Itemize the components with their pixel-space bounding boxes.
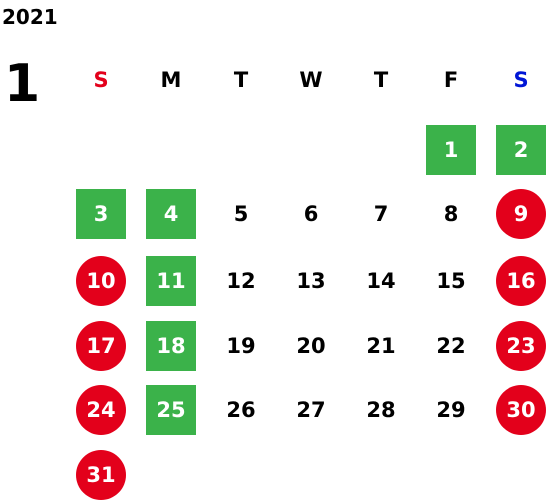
day-cell[interactable]: 24 [76,385,126,435]
day-cell[interactable]: 19 [226,334,256,358]
day-cell[interactable]: 21 [366,334,396,358]
day-cell[interactable]: 26 [226,398,256,422]
day-cell[interactable]: 31 [76,450,126,500]
calendar-month: 1 [4,54,41,114]
day-cell[interactable]: 15 [436,269,466,293]
day-cell[interactable]: 1 [426,125,476,175]
day-cell[interactable]: 29 [436,398,466,422]
day-cell[interactable]: 10 [76,256,126,306]
day-cell[interactable]: 4 [146,189,196,239]
day-cell[interactable]: 12 [226,269,256,293]
day-cell[interactable]: 30 [496,385,546,435]
day-cell[interactable]: 22 [436,334,466,358]
weekday-label: S [93,68,109,92]
day-cell[interactable]: 8 [443,202,459,226]
weekday-label: T [373,68,389,92]
day-cell[interactable]: 9 [496,189,546,239]
day-cell[interactable]: 13 [296,269,326,293]
day-cell[interactable]: 2 [496,125,546,175]
weekday-label: T [233,68,249,92]
day-cell[interactable]: 25 [146,385,196,435]
day-cell[interactable]: 17 [76,321,126,371]
weekday-label: W [299,68,323,92]
day-cell[interactable]: 28 [366,398,396,422]
day-cell[interactable]: 20 [296,334,326,358]
weekday-label: F [443,68,459,92]
day-cell[interactable]: 23 [496,321,546,371]
weekday-label: M [160,68,182,92]
day-cell[interactable]: 16 [496,256,546,306]
day-cell[interactable]: 6 [303,202,319,226]
calendar-year: 2021 [2,5,58,29]
day-cell[interactable]: 7 [373,202,389,226]
day-cell[interactable]: 18 [146,321,196,371]
day-cell[interactable]: 3 [76,189,126,239]
day-cell[interactable]: 11 [146,256,196,306]
day-cell[interactable]: 14 [366,269,396,293]
weekday-label: S [513,68,529,92]
day-cell[interactable]: 5 [233,202,249,226]
day-cell[interactable]: 27 [296,398,326,422]
